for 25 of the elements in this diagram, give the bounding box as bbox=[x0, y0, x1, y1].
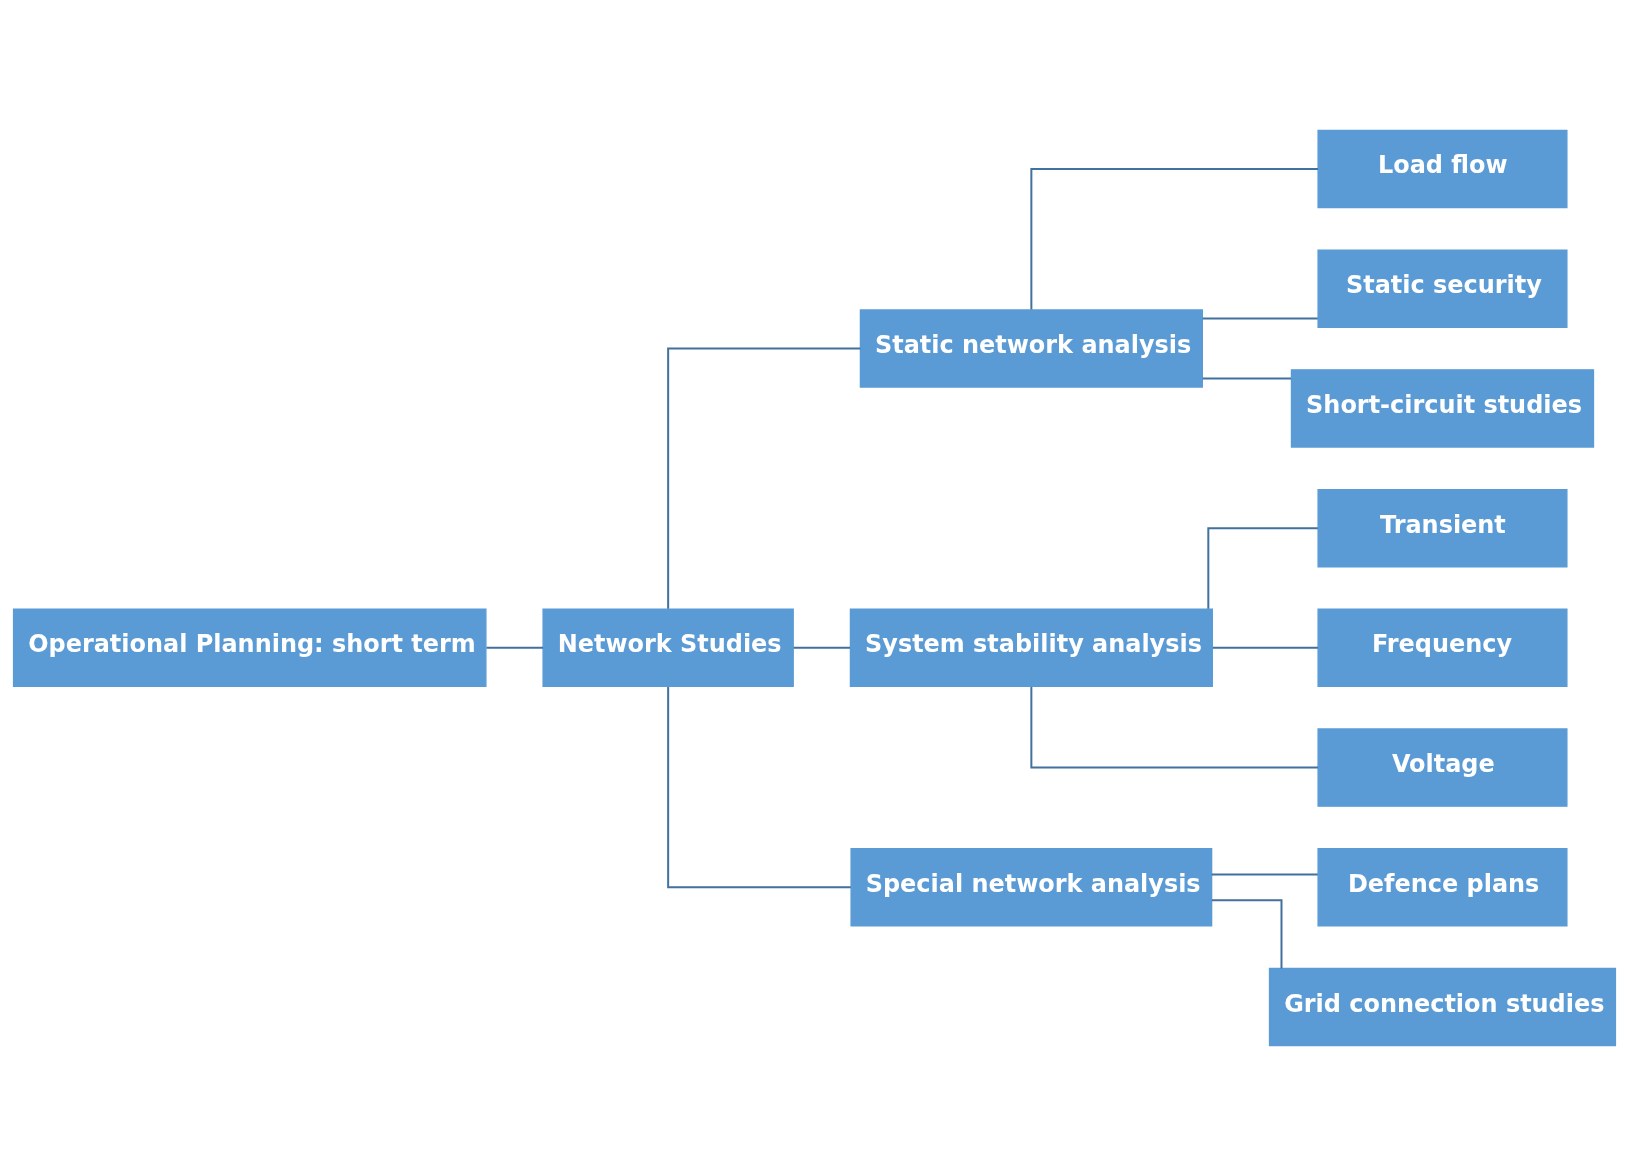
node-box: Frequency bbox=[1317, 608, 1568, 687]
connector bbox=[1030, 167, 1319, 311]
node-box: Defence plans bbox=[1317, 847, 1568, 927]
connector bbox=[667, 347, 862, 610]
connector bbox=[485, 646, 545, 649]
connector bbox=[1210, 873, 1319, 875]
connector bbox=[1201, 376, 1293, 379]
connector bbox=[667, 685, 852, 888]
node-box: Voltage bbox=[1317, 727, 1568, 807]
connector bbox=[1211, 646, 1319, 649]
node-box: Short-circuit studies bbox=[1290, 368, 1595, 448]
node-box: Network Studies bbox=[542, 608, 794, 687]
node-box: Operational Planning: short term bbox=[12, 608, 487, 687]
node-box: Transient bbox=[1317, 488, 1568, 567]
node-box: Load flow bbox=[1317, 129, 1568, 208]
connector bbox=[1201, 317, 1319, 320]
node-box: Special network analysis bbox=[850, 847, 1213, 927]
connector bbox=[1210, 898, 1283, 969]
connector bbox=[1030, 685, 1319, 769]
node-box: Grid connection studies bbox=[1268, 967, 1617, 1046]
node-box: System stability analysis bbox=[849, 608, 1213, 687]
node-box: Static security bbox=[1317, 248, 1568, 328]
connector bbox=[792, 646, 852, 649]
node-box: Static network analysis bbox=[859, 308, 1203, 388]
connector bbox=[1207, 526, 1319, 610]
